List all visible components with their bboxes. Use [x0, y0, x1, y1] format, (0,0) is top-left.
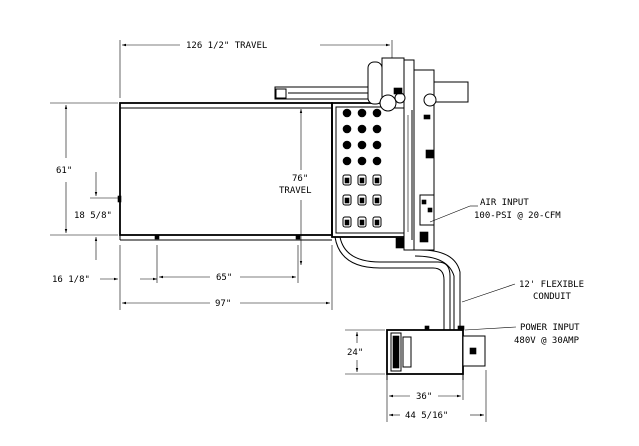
gantry-rail: [274, 86, 381, 100]
valve-icon: [357, 124, 367, 134]
air-input-spec: 100-PSI @ 20-CFM: [474, 211, 561, 221]
actuator-core-icon: [359, 197, 365, 204]
conduit-label: 12' FLEXIBLE: [519, 280, 584, 290]
actuator-core-icon: [344, 177, 350, 184]
valve-icon: [372, 140, 382, 150]
dim-ps-overall: [389, 370, 487, 422]
valve-grid: [342, 108, 382, 228]
dim-ps-width: [386, 380, 464, 422]
label-width-65: 65": [216, 273, 232, 283]
dim-ps-height: [345, 329, 385, 375]
label-ps-overall: 44 5/16": [405, 411, 448, 421]
actuator-core-icon: [359, 177, 365, 184]
label-ps-height: 24": [347, 348, 363, 358]
valve-icon: [342, 124, 352, 134]
actuator-core-icon: [374, 177, 380, 184]
machine-table: [117, 102, 333, 241]
callout-air-input: [429, 205, 478, 223]
valve-icon: [342, 140, 352, 150]
label-offset-16: 16 1/8": [52, 275, 90, 285]
dim-offset-16: [100, 245, 157, 310]
valve-icon: [342, 108, 352, 118]
flexible-conduit: [334, 236, 461, 330]
valve-icon: [357, 140, 367, 150]
label-offset-18: 18 5/8": [74, 211, 112, 221]
power-supply-cabinet: [386, 325, 486, 380]
valve-icon: [342, 156, 352, 166]
dim-height-total: [50, 102, 118, 236]
callout-conduit: [461, 283, 516, 303]
dim-travel-width: [119, 40, 393, 98]
valve-icon: [357, 156, 367, 166]
actuator-core-icon: [374, 219, 380, 226]
actuator-core-icon: [359, 219, 365, 226]
air-input-label: AIR INPUT: [480, 198, 529, 208]
actuator-core-icon: [344, 197, 350, 204]
power-input-label: POWER INPUT: [520, 323, 580, 333]
valve-icon: [372, 108, 382, 118]
dim-width-97: [122, 245, 333, 310]
dim-width-65: [156, 245, 299, 283]
valve-icon: [372, 156, 382, 166]
power-input-spec: 480V @ 30AMP: [514, 336, 580, 346]
control-cabinet: [331, 102, 413, 238]
label-height-total: 61": [56, 166, 72, 176]
valve-icon: [372, 124, 382, 134]
gantry-head: [367, 57, 469, 251]
label-travel-depth-word: TRAVEL: [279, 186, 312, 196]
label-travel-depth-value: 76": [292, 174, 308, 184]
callout-power-input: [464, 326, 517, 331]
conduit-label-2: CONDUIT: [533, 292, 572, 302]
label-travel-width: 126 1/2" TRAVEL: [186, 41, 267, 51]
label-ps-width: 36": [416, 392, 432, 402]
label-width-97: 97": [215, 299, 231, 309]
actuator-core-icon: [374, 197, 380, 204]
actuator-core-icon: [344, 219, 350, 226]
dim-offset-18: [90, 172, 118, 260]
valve-icon: [357, 108, 367, 118]
